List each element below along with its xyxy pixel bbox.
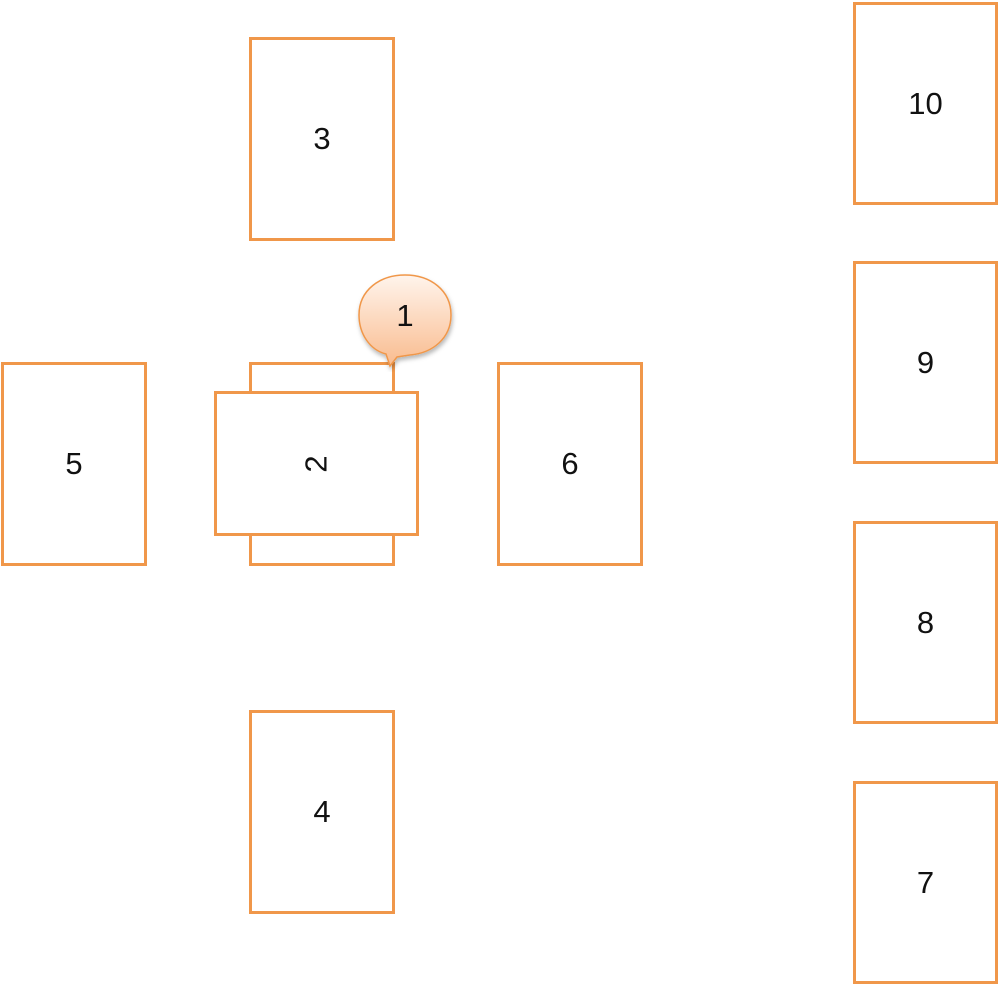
card-7: 7 — [853, 781, 998, 984]
card-10: 10 — [853, 2, 998, 205]
card-7-label: 7 — [916, 864, 935, 900]
card-4: 4 — [249, 710, 395, 914]
card-10-label: 10 — [908, 85, 943, 121]
card-2-crossing: 2 — [214, 391, 419, 536]
card-6-label: 6 — [561, 446, 579, 481]
card-8-label: 8 — [916, 604, 935, 640]
callout-bubble — [358, 274, 452, 368]
card-9: 9 — [853, 261, 998, 464]
card-3-label: 3 — [313, 121, 331, 156]
callout-shape — [358, 274, 452, 368]
card-6: 6 — [497, 362, 643, 566]
card-8: 8 — [853, 521, 998, 724]
card-2-label: 2 — [298, 454, 334, 473]
card-9-label: 9 — [916, 344, 935, 380]
callout-label: 1 — [396, 298, 414, 333]
card-5-label: 5 — [65, 446, 83, 481]
card-5: 5 — [1, 362, 147, 566]
card-3: 3 — [249, 37, 395, 241]
card-4-label: 4 — [313, 794, 331, 829]
